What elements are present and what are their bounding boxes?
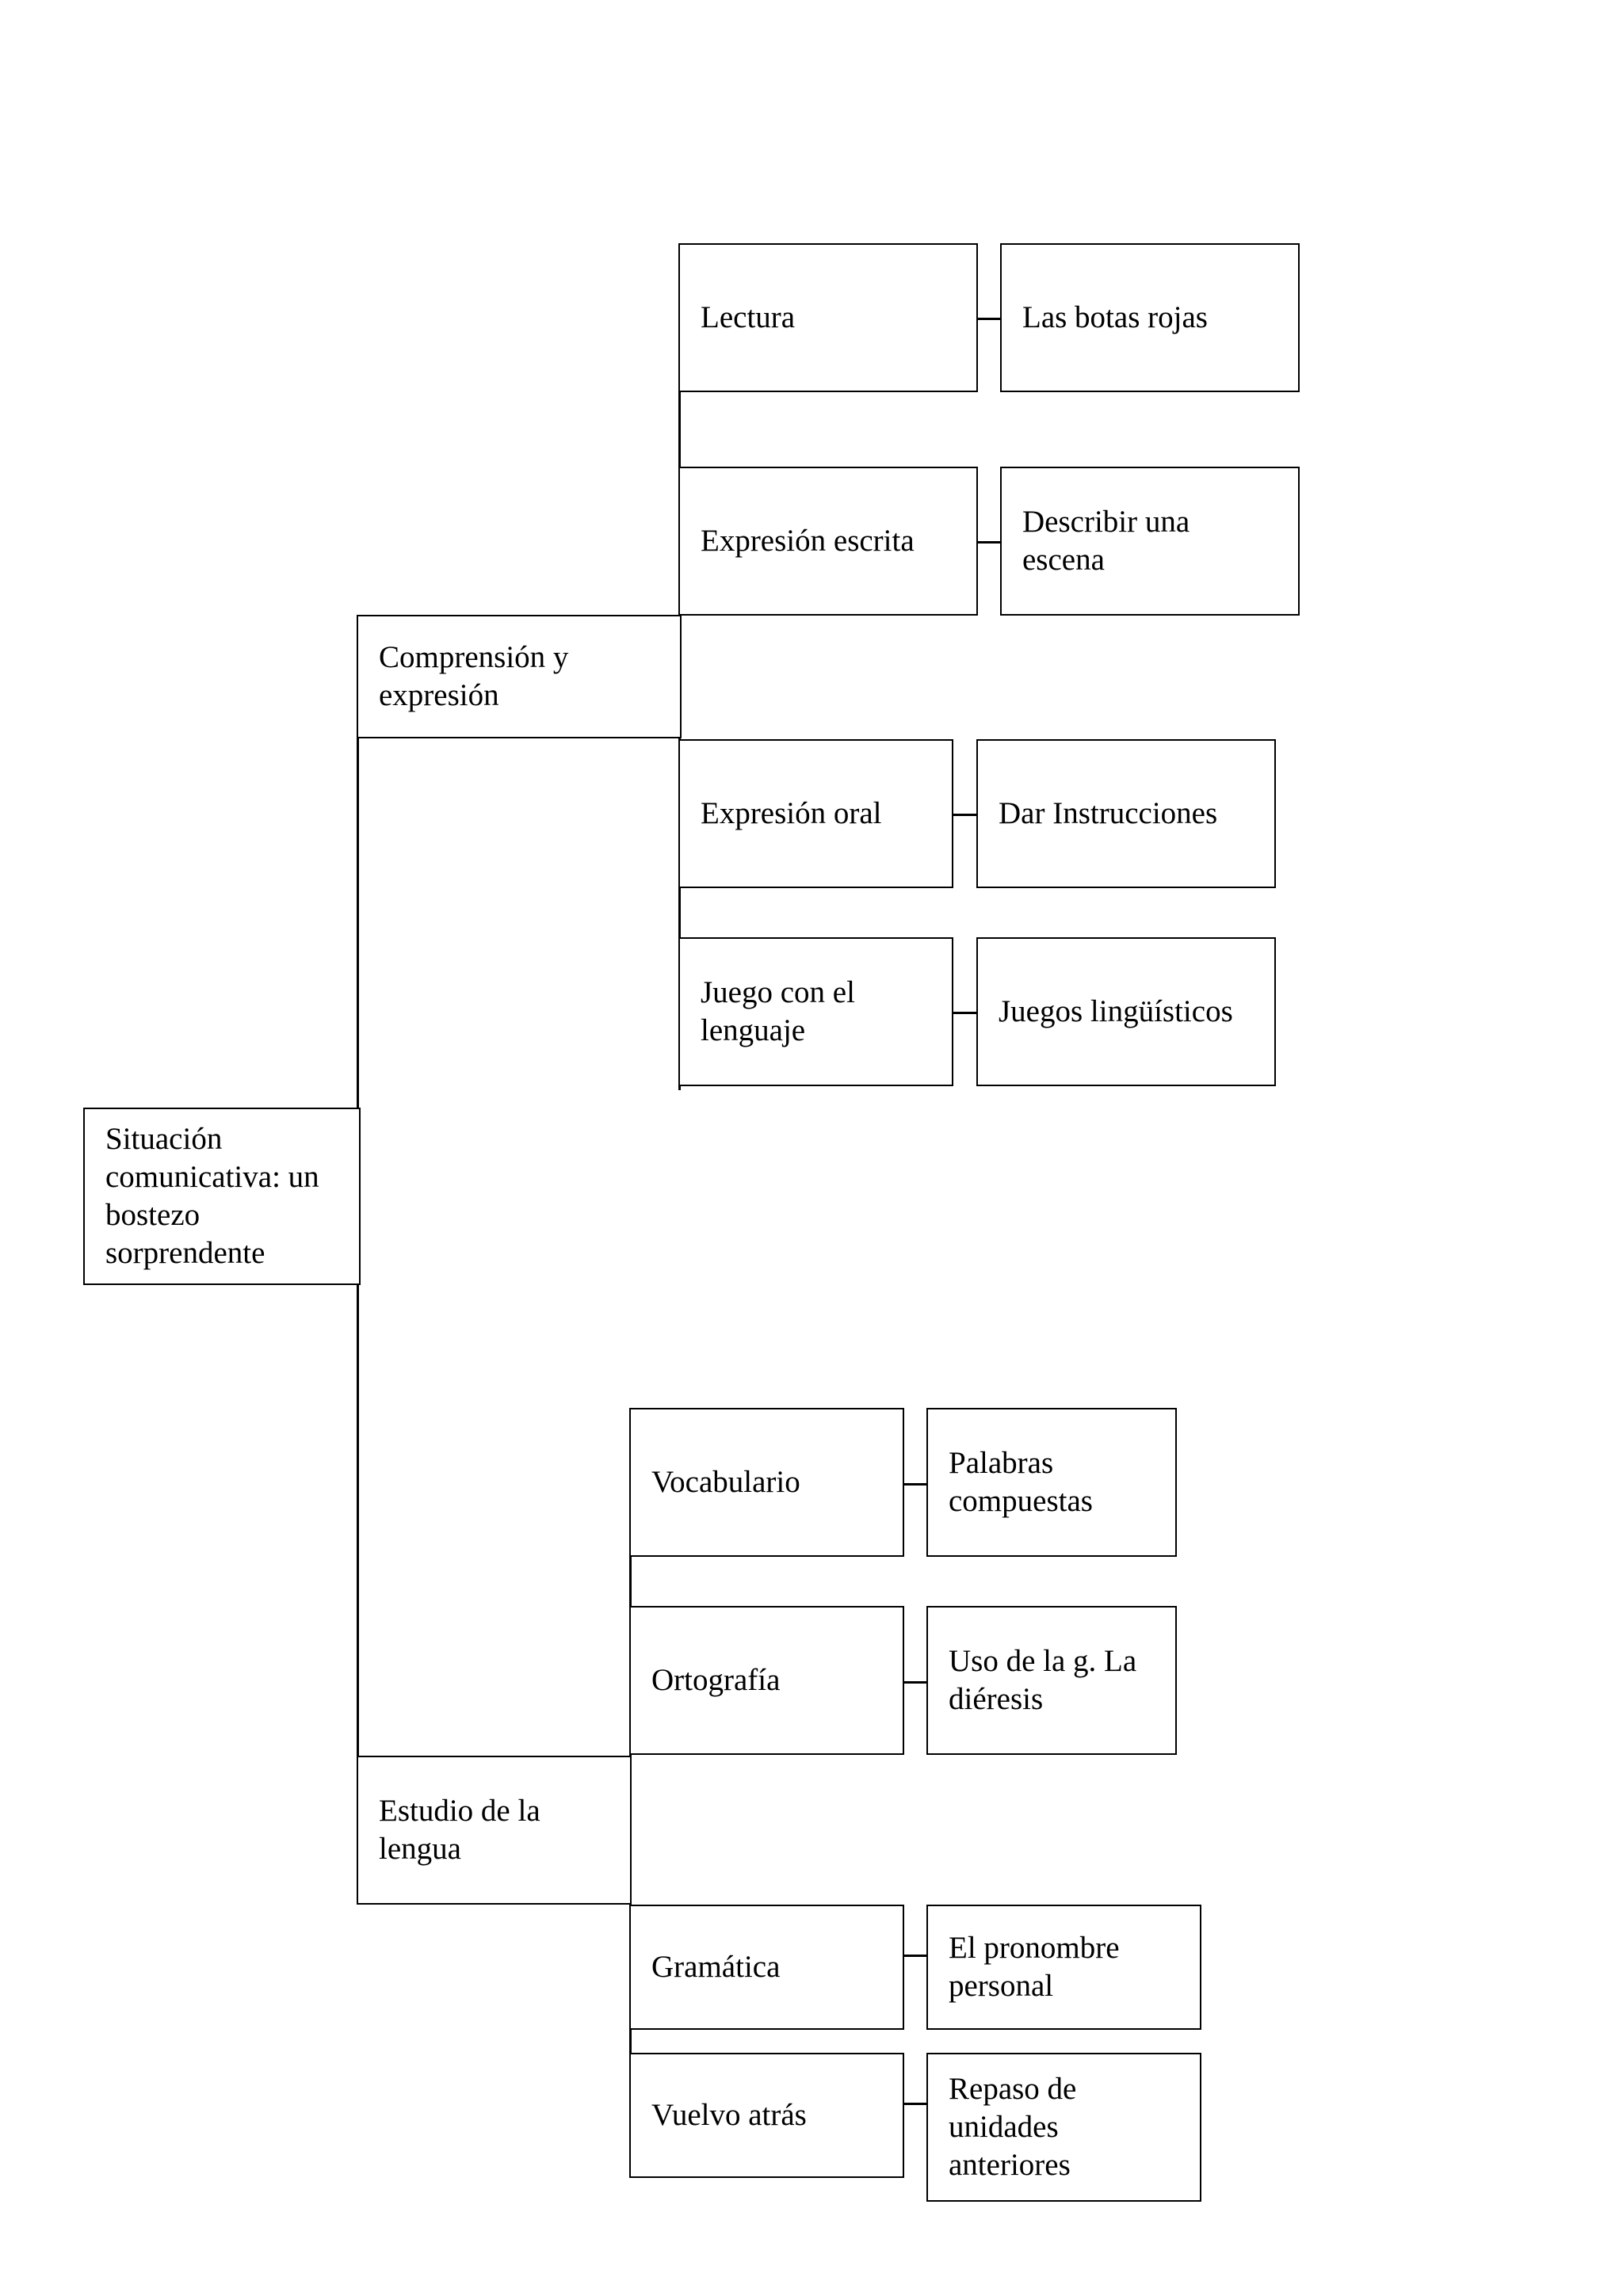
node-gramatica-label: Gramática	[651, 1950, 781, 1984]
detail-vuelvo-atras-label: Repaso de unidades anteriores	[949, 2072, 1077, 2182]
node-juego-lenguaje: Juego con el lenguaje	[678, 937, 953, 1086]
detail-gramatica-label: El pronombre personal	[949, 1931, 1120, 2003]
connector-vuelvo	[903, 2103, 928, 2105]
connector-ortografia	[903, 1681, 928, 1684]
detail-expresion-escrita: Describir una escena	[1000, 467, 1300, 616]
connector-juego	[953, 1012, 978, 1014]
detail-lectura: Las botas rojas	[1000, 243, 1300, 392]
node-vuelvo-atras-label: Vuelvo atrás	[651, 2098, 807, 2132]
connector-expresion-escrita	[976, 541, 1002, 543]
node-juego-lenguaje-label: Juego con el lenguaje	[701, 975, 855, 1047]
node-lectura: Lectura	[678, 243, 978, 392]
root-node: Situación comunicativa: un bostezo sorpr…	[83, 1108, 361, 1285]
node-ortografia-label: Ortografía	[651, 1663, 781, 1697]
connector-lectura	[976, 318, 1002, 320]
node-expresion-oral: Expresión oral	[678, 739, 953, 888]
connector-vocabulario	[903, 1483, 928, 1486]
node-vuelvo-atras: Vuelvo atrás	[629, 2053, 904, 2178]
detail-ortografia: Uso de la g. La diéresis	[926, 1606, 1177, 1755]
node-vocabulario: Vocabulario	[629, 1408, 904, 1557]
detail-vuelvo-atras: Repaso de unidades anteriores	[926, 2053, 1201, 2202]
detail-expresion-oral: Dar Instrucciones	[976, 739, 1276, 888]
branch-estudio-label: Estudio de la lengua	[379, 1794, 540, 1866]
detail-expresion-oral-label: Dar Instrucciones	[999, 796, 1218, 830]
node-expresion-escrita-label: Expresión escrita	[701, 524, 915, 558]
detail-juego-lenguaje-label: Juegos lingüísticos	[999, 994, 1233, 1028]
trunk-line	[357, 737, 359, 1901]
branch-comprension-label: Comprensión y expresión	[379, 640, 569, 712]
node-vocabulario-label: Vocabulario	[651, 1465, 800, 1499]
detail-ortografia-label: Uso de la g. La diéresis	[949, 1644, 1137, 1716]
detail-juego-lenguaje: Juegos lingüísticos	[976, 937, 1276, 1086]
node-ortografia: Ortografía	[629, 1606, 904, 1755]
detail-gramatica: El pronombre personal	[926, 1905, 1201, 2030]
detail-lectura-label: Las botas rojas	[1022, 300, 1208, 334]
detail-vocabulario: Palabras compuestas	[926, 1408, 1177, 1557]
detail-vocabulario-label: Palabras compuestas	[949, 1446, 1093, 1518]
branch-estudio: Estudio de la lengua	[357, 1756, 632, 1905]
branch-comprension: Comprensión y expresión	[357, 615, 682, 738]
node-lectura-label: Lectura	[701, 300, 796, 334]
node-expresion-escrita: Expresión escrita	[678, 467, 978, 616]
node-gramatica: Gramática	[629, 1905, 904, 2030]
connector-expresion-oral	[953, 814, 978, 816]
detail-expresion-escrita-label: Describir una escena	[1022, 505, 1190, 577]
node-expresion-oral-label: Expresión oral	[701, 796, 882, 830]
root-node-label: Situación comunicativa: un bostezo sorpr…	[105, 1122, 319, 1270]
connector-gramatica	[903, 1955, 928, 1957]
